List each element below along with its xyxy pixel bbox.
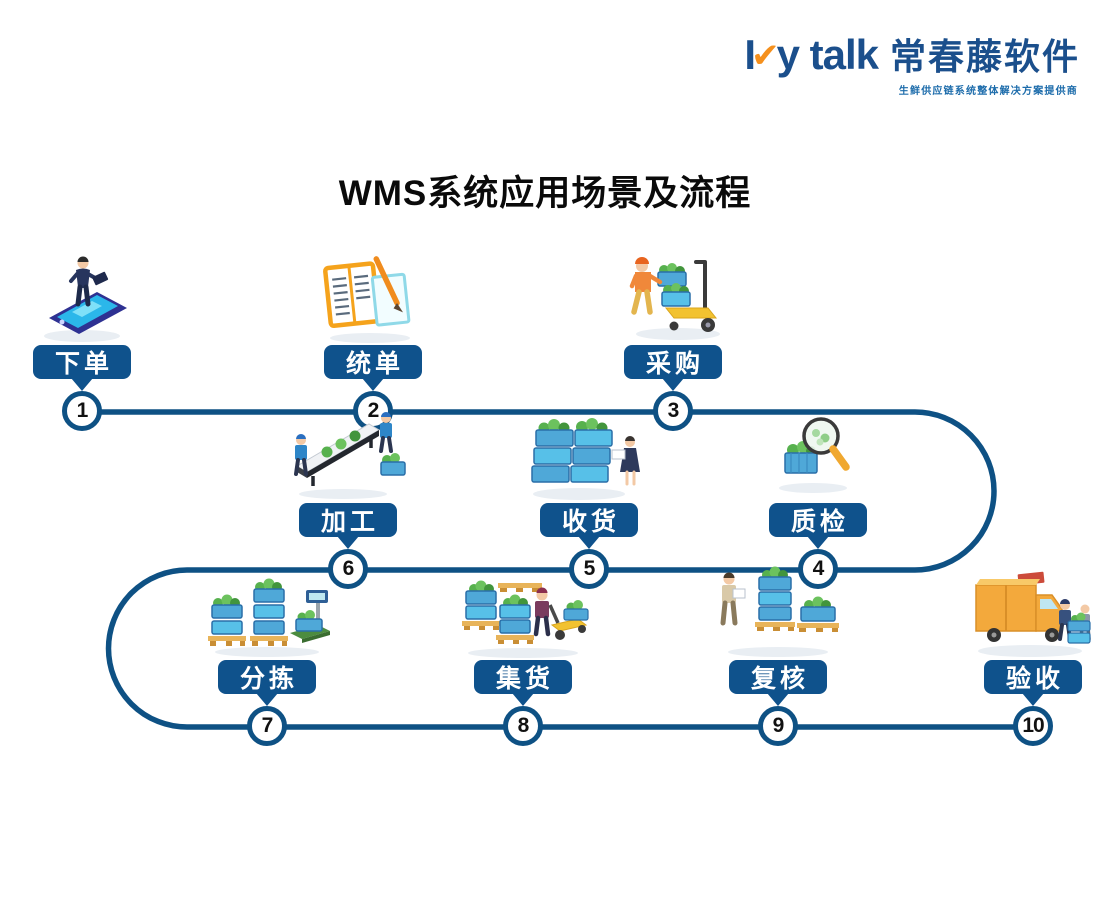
sorting-icon [202, 565, 332, 660]
place-order-icon [17, 250, 147, 345]
badge-pointer [256, 693, 278, 706]
quality-check-badge: 质检 [769, 503, 867, 537]
step-sorting: 分拣 7 [207, 565, 330, 746]
step-9-number-circle: 9 [758, 706, 798, 746]
step-number: 1 [76, 399, 89, 422]
step-number: 9 [772, 714, 785, 737]
acceptance-badge: 验收 [984, 660, 1082, 694]
place-order-badge: 下单 [33, 345, 131, 379]
sorting-badge: 分拣 [218, 660, 316, 694]
step-recheck: 复核 9 [718, 565, 839, 746]
step-number: 6 [342, 557, 355, 580]
purchase-badge: 采购 [624, 345, 722, 379]
step-purchase: 采购 3 [613, 250, 733, 431]
goods-consolidation-icon [458, 565, 589, 660]
step-label: 采购 [645, 350, 704, 378]
badge-pointer [71, 378, 93, 391]
step-number: 5 [583, 557, 596, 580]
order-consolidation-icon [308, 250, 438, 345]
quality-check-icon [753, 408, 883, 503]
step-acceptance: 验收 10 [973, 565, 1093, 746]
brand-name: I ✔ y talk 常春藤软件 [744, 34, 1080, 76]
step-label: 加工 [320, 508, 379, 536]
step-place-order: 下单 1 [22, 250, 142, 431]
step-number: 7 [261, 714, 274, 737]
step-number: 2 [367, 399, 380, 422]
brand-tagline: 生鲜供应链系统整体解决方案提供商 [898, 86, 1078, 97]
page-title: WMS系统应用场景及流程 [338, 174, 752, 213]
step-4-number-circle: 4 [798, 549, 838, 589]
order-consolidation-badge: 统单 [324, 345, 422, 379]
badge-pointer [767, 693, 789, 706]
step-quality-check: 质检 4 [758, 408, 878, 589]
recheck-badge: 复核 [729, 660, 827, 694]
receiving-badge: 收货 [540, 503, 638, 537]
processing-badge: 加工 [299, 503, 397, 537]
brand-check-icon: ✔ [751, 37, 780, 75]
step-5-number-circle: 5 [569, 549, 609, 589]
step-order-consolidation: 统单 2 [313, 250, 433, 431]
step-label: 下单 [54, 350, 113, 378]
badge-pointer [578, 536, 600, 549]
step-label: 统单 [345, 350, 404, 378]
step-receiving: 收货 5 [529, 408, 649, 589]
step-6-number-circle: 6 [328, 549, 368, 589]
step-label: 收货 [561, 508, 620, 536]
processing-icon [283, 408, 413, 503]
recheck-icon [713, 565, 843, 660]
step-processing: 加工 6 [288, 408, 408, 589]
brand-logo: I ✔ y talk 常春藤软件 生鲜供应链系统整体解决方案提供商 [744, 34, 1080, 98]
badge-pointer [337, 536, 359, 549]
step-number: 8 [517, 714, 530, 737]
step-10-number-circle: 10 [1013, 706, 1053, 746]
step-1-number-circle: 1 [62, 391, 102, 431]
step-label: 质检 [790, 508, 849, 536]
goods-consolidation-badge: 集货 [474, 660, 572, 694]
brand-chinese-name: 常春藤软件 [889, 36, 1080, 77]
badge-pointer [1022, 693, 1044, 706]
step-3-number-circle: 3 [653, 391, 693, 431]
step-8-number-circle: 8 [503, 706, 543, 746]
step-number: 3 [667, 399, 680, 422]
badge-pointer [512, 693, 534, 706]
step-goods-consolidation: 集货 8 [462, 565, 589, 746]
step-7-number-circle: 7 [247, 706, 287, 746]
badge-pointer [662, 378, 684, 391]
step-label: 分拣 [239, 665, 298, 693]
brand-latin-suffix: y talk [776, 31, 879, 78]
step-label: 验收 [1005, 665, 1064, 693]
brand-latin-prefix: I [744, 31, 756, 78]
badge-pointer [807, 536, 829, 549]
badge-pointer [362, 378, 384, 391]
step-label: 集货 [495, 665, 554, 693]
step-label: 复核 [750, 665, 809, 693]
purchase-icon [608, 250, 738, 345]
receiving-icon [524, 408, 654, 503]
step-number: 10 [1022, 714, 1044, 737]
step-number: 4 [812, 557, 825, 580]
acceptance-icon [968, 565, 1098, 660]
